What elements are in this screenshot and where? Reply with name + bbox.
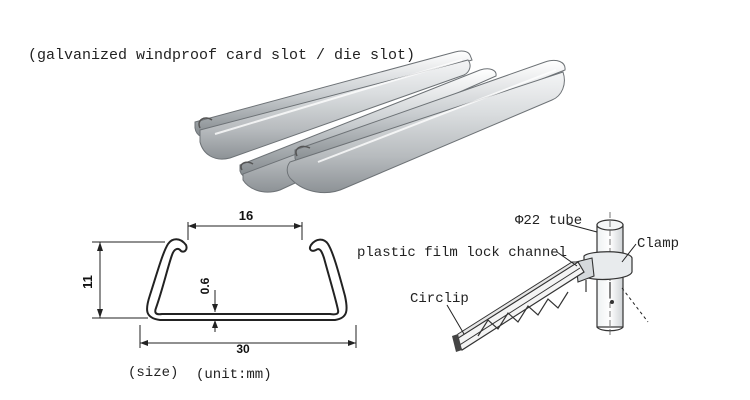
dim-top-label: 16 bbox=[239, 208, 253, 223]
rail-front-lower bbox=[286, 71, 565, 194]
dim-bottom-label: 30 bbox=[236, 342, 250, 356]
dim-height-label: 11 bbox=[80, 275, 95, 289]
profile-drawing: 16 11 0.6 30 bbox=[80, 208, 357, 356]
clamp-label: Clamp bbox=[637, 236, 679, 252]
tube-label: Φ22 tube bbox=[515, 213, 582, 229]
caption: (galvanized windproof card slot / die sl… bbox=[28, 47, 415, 64]
profile-outline bbox=[146, 238, 348, 321]
assembly-drawing bbox=[446, 212, 649, 352]
channel-label: plastic film lock channel bbox=[357, 245, 567, 261]
lock-channel bbox=[452, 261, 585, 352]
rail-photo bbox=[194, 50, 566, 194]
dim-thickness-label: 0.6 bbox=[198, 277, 212, 294]
circlip-label: Circlip bbox=[410, 291, 469, 307]
size-label: (size) bbox=[128, 365, 178, 381]
unit-label: (unit:mm) bbox=[196, 367, 272, 383]
rail-back-lower bbox=[199, 59, 471, 160]
clamp bbox=[575, 251, 633, 304]
